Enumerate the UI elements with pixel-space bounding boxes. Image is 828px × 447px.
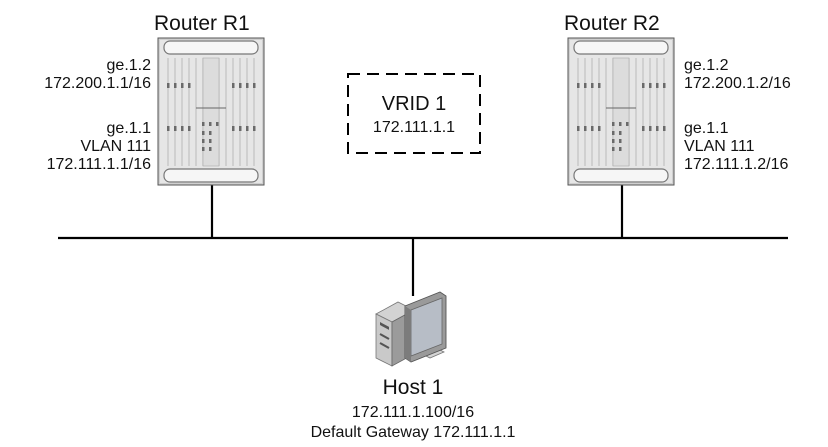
router-r1-icon	[157, 37, 265, 186]
host-title: Host 1	[382, 376, 444, 399]
router-r2-port-lower: ge.1.1	[684, 120, 729, 137]
network-links	[58, 184, 788, 296]
router-r2-ip-lower: 172.111.1.2/16	[684, 156, 789, 173]
router-r1-title: Router R1	[154, 12, 250, 35]
vrid-title: VRID 1	[381, 93, 447, 115]
router-r1-ip-upper: 172.200.1.1/16	[44, 75, 151, 92]
router-r1-ip-lower: 172.111.1.1/16	[46, 156, 151, 173]
router-r2-title: Router R2	[564, 12, 660, 35]
router-r1-port-lower: ge.1.1	[106, 120, 151, 137]
host-default-gateway: Default Gateway 172.111.1.1	[310, 424, 516, 441]
vrid-dashed-box	[347, 73, 481, 154]
desktop-computer-icon	[375, 291, 447, 367]
router-r2-vlan: VLAN 111	[684, 138, 755, 155]
router-r2-port-upper: ge.1.2	[684, 57, 729, 74]
router-r2-ip-upper: 172.200.1.2/16	[684, 75, 791, 92]
router-r2-icon	[567, 37, 675, 186]
router-r1-vlan: VLAN 111	[80, 138, 151, 155]
router-r1-port-upper: ge.1.2	[106, 57, 151, 74]
host-ip: 172.111.1.100/16	[351, 404, 475, 421]
vrid-address: 172.111.1.1	[372, 119, 456, 136]
